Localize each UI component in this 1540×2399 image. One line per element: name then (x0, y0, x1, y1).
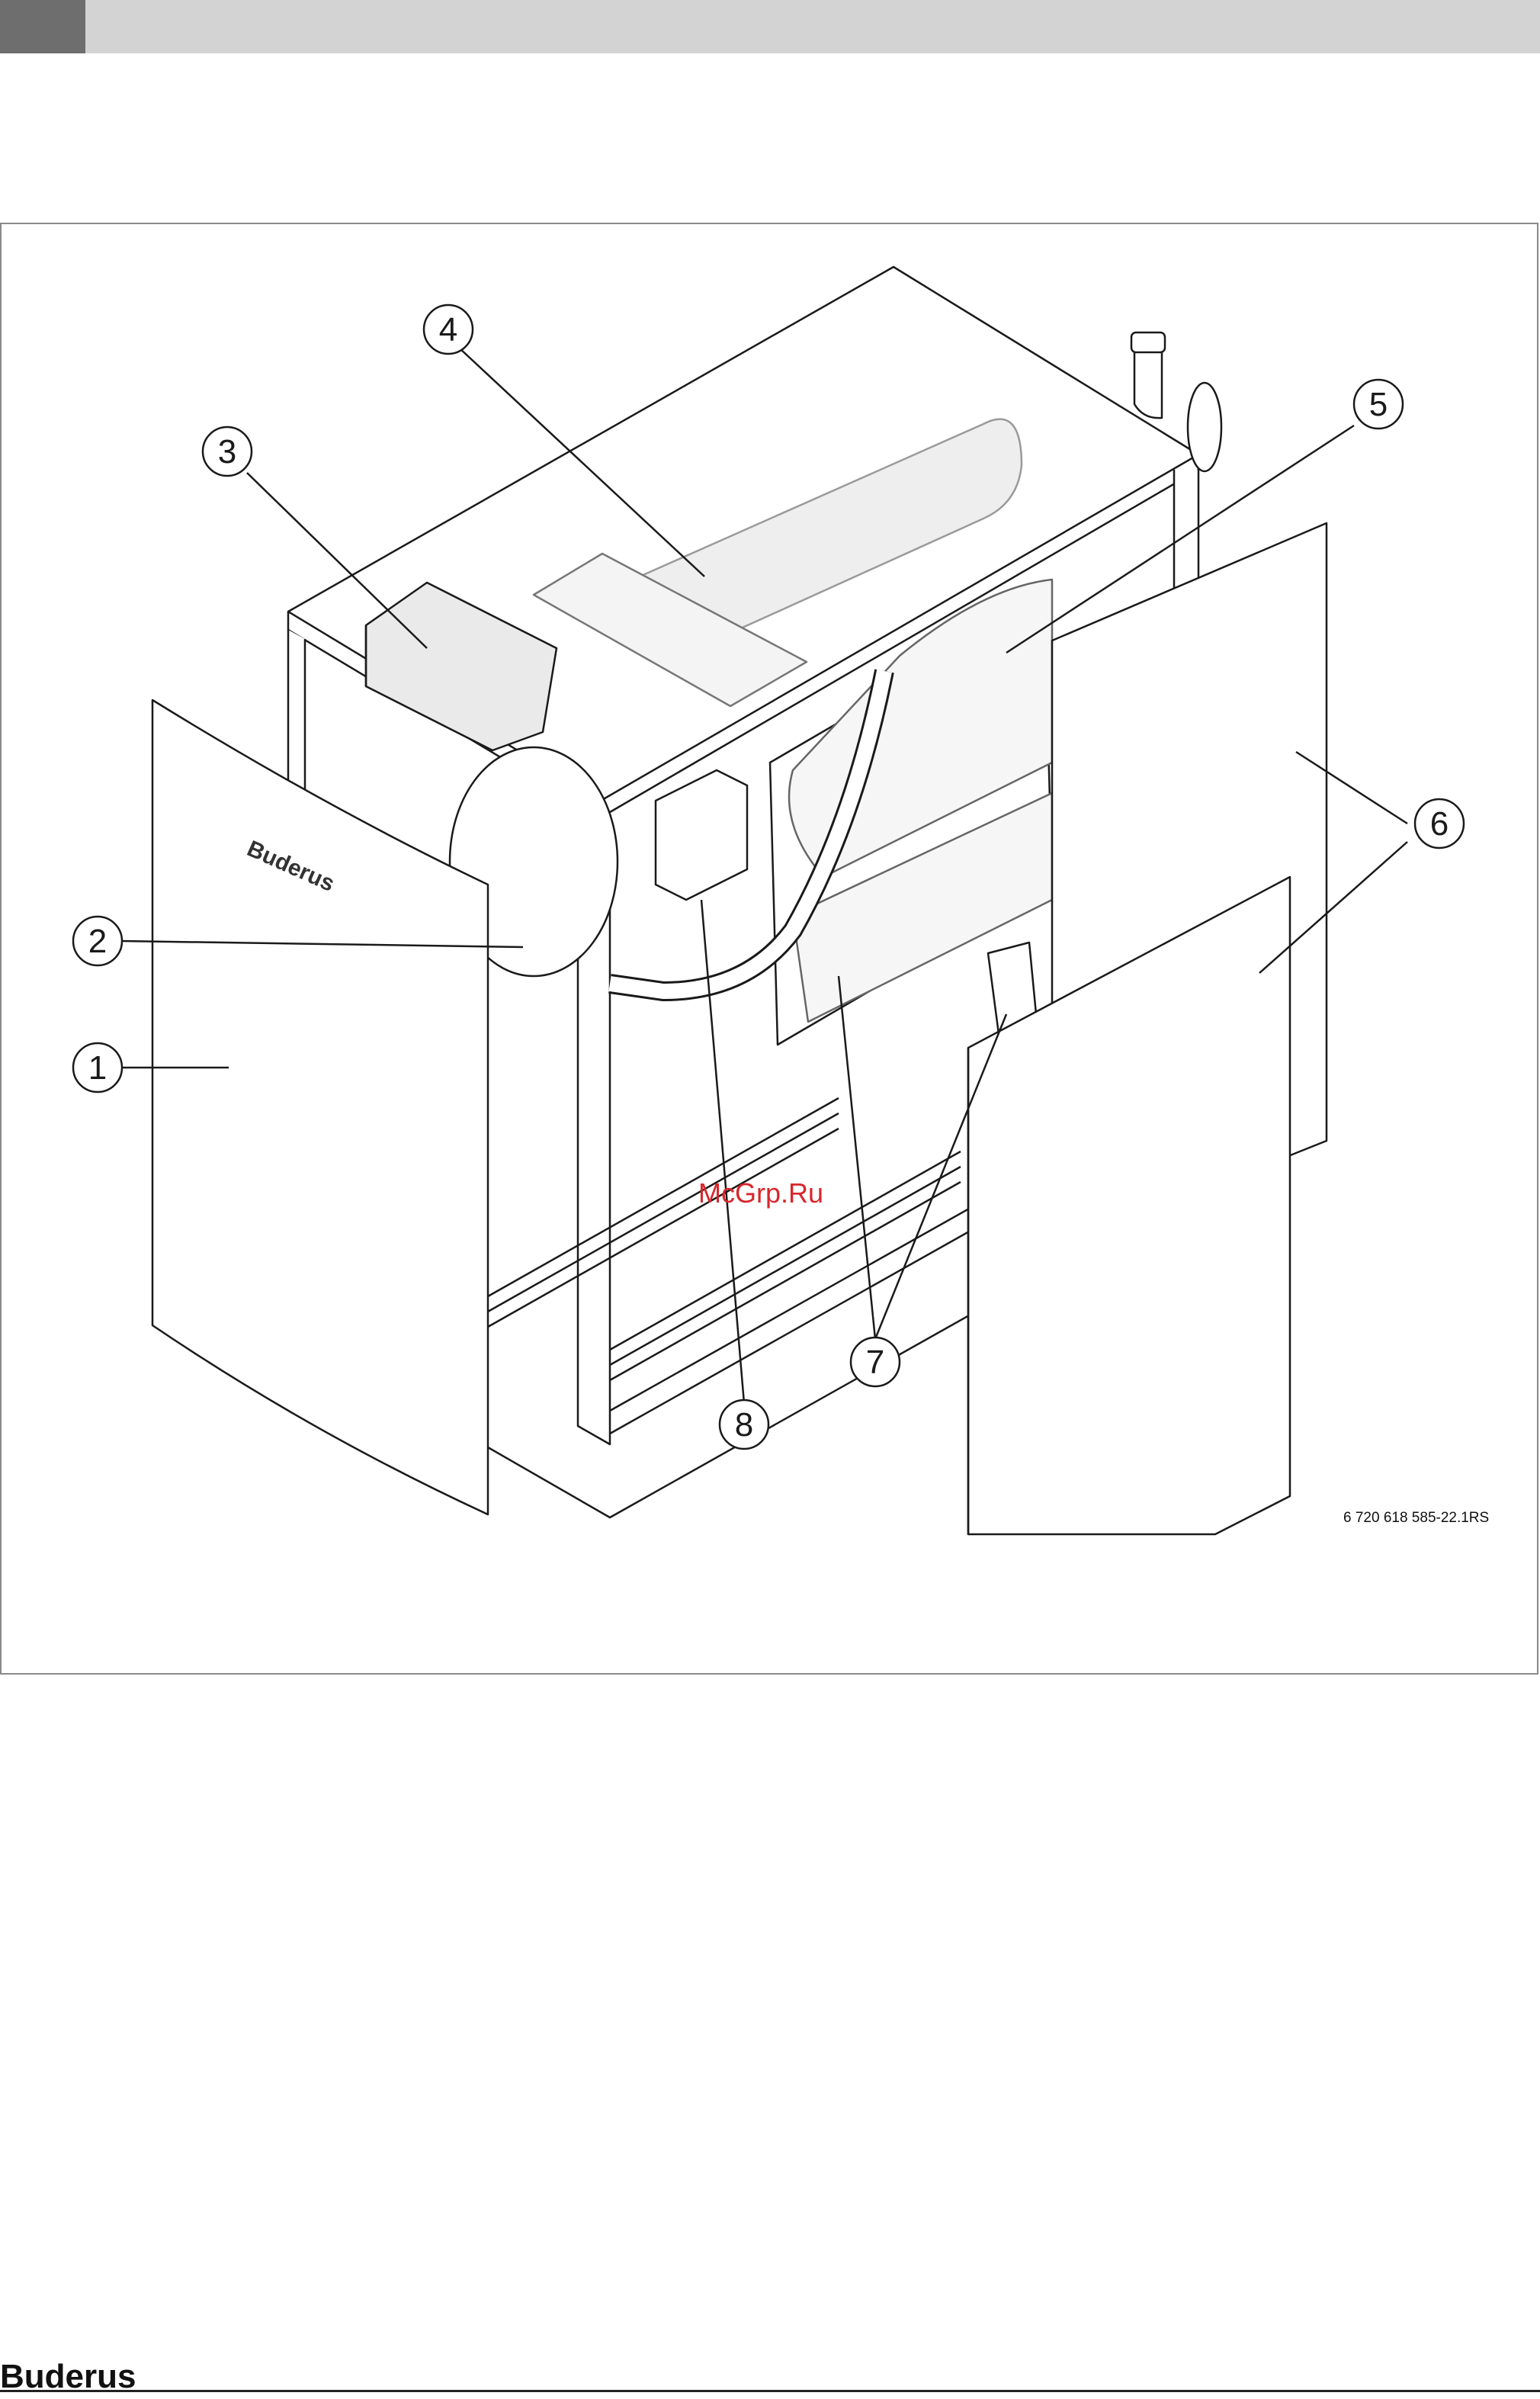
front-panel (152, 700, 488, 1514)
watermark: McGrp.Ru (698, 1177, 823, 1209)
callout-2: 2 (88, 923, 107, 960)
callout-8: 8 (735, 1406, 753, 1444)
leader-7a (839, 976, 875, 1339)
figure-code: 6 720 618 585-22.1RS (1343, 1510, 1489, 1527)
callout-1: 1 (88, 1049, 107, 1087)
footer-rule (0, 2390, 1540, 2392)
flue-connection (1134, 348, 1162, 418)
callout-6: 6 (1430, 805, 1449, 843)
callout-7: 7 (866, 1344, 884, 1381)
boiler-exploded-figure: 1 2 3 4 5 6 7 8 Buderus (0, 223, 1540, 1675)
callout-3: 3 (218, 433, 236, 470)
callout-4: 4 (439, 311, 457, 348)
burner-control (656, 770, 747, 900)
section-marker (0, 0, 85, 53)
header-bar (0, 0, 1540, 53)
callout-5: 5 (1369, 386, 1388, 423)
